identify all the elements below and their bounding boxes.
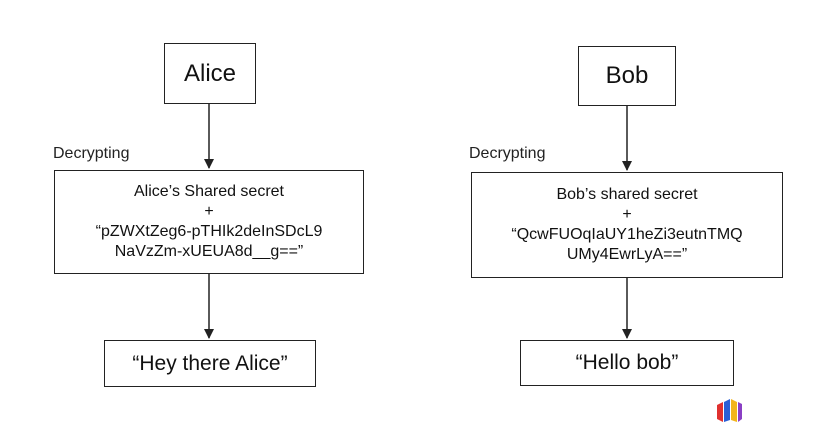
brand-logo-icon	[717, 399, 742, 422]
alice-label: Alice	[183, 59, 237, 87]
alice-secret-value-line2: NaVzZm-xUEUA8d__g==”	[114, 243, 304, 260]
alice-result-box: “Hey there Alice”	[104, 340, 316, 387]
alice-box: Alice	[164, 43, 256, 104]
bob-box: Bob	[578, 46, 676, 106]
alice-result-text: “Hey there Alice”	[132, 351, 288, 375]
bob-secret-value-line2: UMy4EwrLyA==”	[566, 246, 688, 263]
alice-secret-plus: +	[204, 203, 214, 220]
bob-result-text: “Hello bob”	[575, 351, 679, 374]
alice-secret-value-line1: “pZWXtZeg6-pTHIk2deInSDcL9	[95, 223, 323, 240]
decrypting-label-left: Decrypting	[53, 145, 130, 162]
bob-secret-title: Bob’s shared secret	[556, 186, 698, 203]
alice-secret-title: Alice’s Shared secret	[134, 183, 284, 200]
bob-secret-plus: +	[622, 206, 632, 223]
bob-label: Bob	[605, 62, 649, 89]
bob-result-box: “Hello bob”	[520, 340, 734, 386]
bob-secret-value-line1: “QcwFUOqIaUY1heZi3eutnTMQ	[511, 226, 743, 243]
bob-shared-secret-box: Bob’s shared secret + “QcwFUOqIaUY1heZi3…	[471, 172, 783, 278]
decrypting-label-right: Decrypting	[469, 145, 546, 162]
alice-shared-secret-box: Alice’s Shared secret + “pZWXtZeg6-pTHIk…	[54, 170, 364, 274]
